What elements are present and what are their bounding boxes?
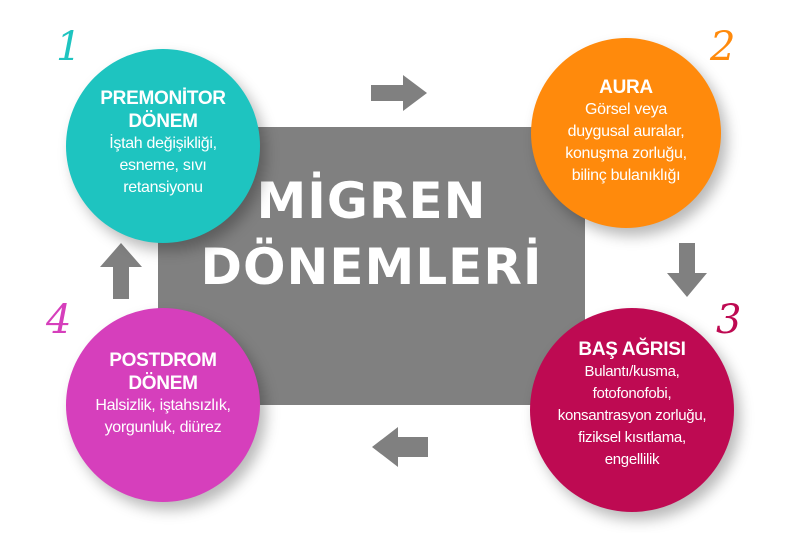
stage-3-desc-line: fotofonofobi, [592, 384, 672, 402]
diagram-title: MİGREN DÖNEMLERİ [158, 168, 585, 300]
stage-1-number: 1 [56, 24, 82, 70]
arrow-left-icon [372, 427, 428, 467]
arrow-down-icon [667, 243, 707, 297]
stage-2-desc-line: konuşma zorluğu, [565, 144, 687, 162]
stage-4-title-line-1: POSTDROM [109, 350, 217, 371]
stage-4-postdrom-circle: POSTDROM DÖNEM Halsizlik, iştahsızlık, y… [66, 308, 260, 502]
title-line-2: DÖNEMLERİ [200, 238, 543, 296]
stage-3-headache-circle: BAŞ AĞRISI Bulantı/kusma, fotofonofobi, … [530, 308, 734, 512]
arrow-right-icon [371, 75, 427, 111]
stage-4-desc-line: Halsizlik, iştahsızlık, [95, 397, 231, 414]
stage-3-desc-line: Bulantı/kusma, [584, 362, 680, 380]
stage-3-title: BAŞ AĞRISI [578, 338, 686, 360]
stage-1-title-line-2: DÖNEM [128, 111, 198, 132]
stage-2-title: AURA [599, 76, 653, 98]
stage-4-desc-line: yorgunluk, diürez [104, 419, 222, 436]
stage-3-number: 3 [716, 297, 742, 343]
stage-2-aura-circle: AURA Görsel veya duygusal auralar, konuş… [531, 38, 721, 228]
stage-1-premonitor-circle: PREMONİTOR DÖNEM İştah değişikliği, esne… [66, 49, 260, 243]
stage-1-title-line-1: PREMONİTOR [100, 88, 226, 109]
stage-1-desc-line: İştah değişikliği, [109, 135, 217, 152]
stage-2-desc-line: duygusal auralar, [567, 122, 685, 140]
stage-3-desc-line: konsantrasyon zorluğu, [557, 406, 707, 424]
stage-2-number: 2 [710, 24, 736, 70]
stage-2-desc-line: bilinç bulanıklığı [571, 166, 681, 184]
stage-4-title-line-2: DÖNEM [128, 373, 198, 394]
stage-3-desc-line: fiziksel kısıtlama, [578, 428, 686, 446]
title-line-1: MİGREN [256, 172, 487, 230]
arrow-up-icon [100, 243, 142, 299]
stage-1-desc-line: esneme, sıvı [119, 157, 207, 174]
stage-1-desc-line: retansiyonu [123, 179, 203, 196]
stage-4-number: 4 [46, 297, 72, 343]
stage-2-desc-line: Görsel veya [584, 100, 668, 118]
stage-3-desc-line: engellilik [604, 450, 660, 468]
